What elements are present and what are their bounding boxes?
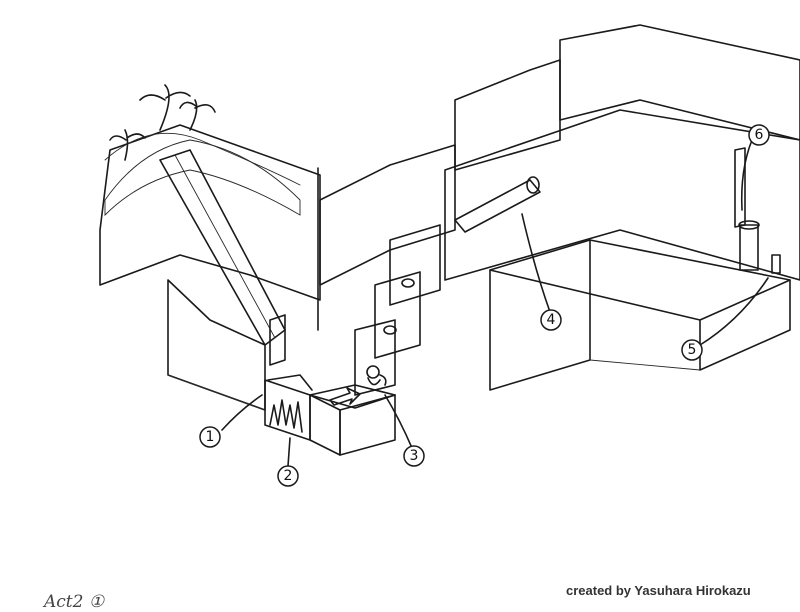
svg-text:4: 4 [547,312,556,328]
direction-arrow-icon [329,387,361,406]
svg-text:2: 2 [284,468,293,484]
floor-block-arrow [309,384,396,456]
callout-1: 1 [199,426,221,448]
act-label: Act2 ① [44,592,105,612]
left-back-wall [99,124,321,301]
right-main-wall [444,24,800,281]
svg-text:5: 5 [688,342,697,358]
credit-text: created by Yasuhara Hirokazu [566,583,751,598]
callout-leaders [221,139,769,467]
callout-5: 5 [681,339,703,361]
left-front-wall [167,279,266,411]
vertical-pipe-icon [734,147,760,271]
horizontal-pipe [454,176,541,233]
foliage-top-left [104,84,301,217]
diagonal-slide [159,149,286,366]
spike-pit-area [264,374,313,441]
callout-3: 3 [403,445,425,467]
callout-6: 6 [748,124,770,146]
svg-text:3: 3 [410,448,419,464]
callout-2: 2 [277,465,299,487]
callout-4: 4 [540,309,562,331]
svg-text:1: 1 [206,429,215,445]
stepped-blocks [354,224,441,396]
svg-text:6: 6 [755,127,764,143]
ledge-post-icon [771,254,781,274]
monkey-enemy-icon [366,365,387,386]
